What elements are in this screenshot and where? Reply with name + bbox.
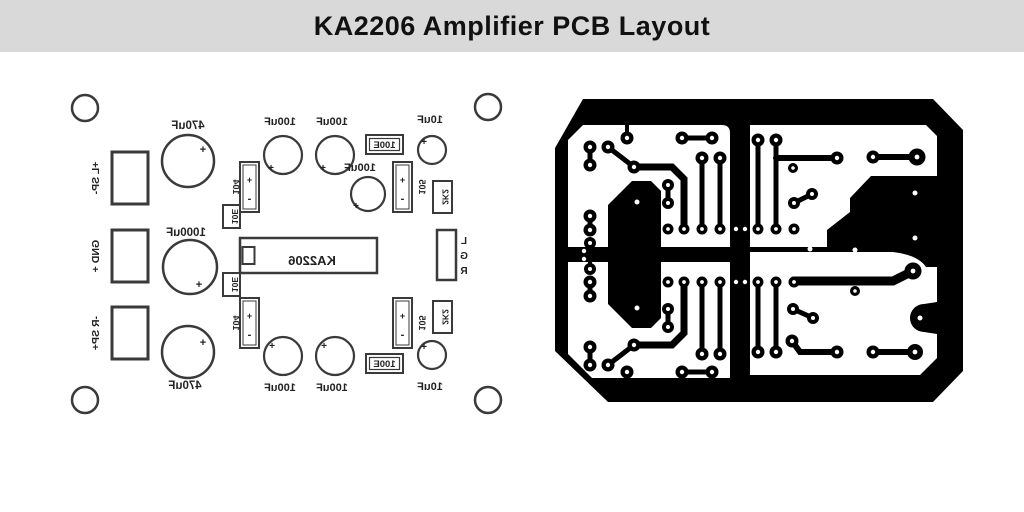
cap-470uf-top [160,133,216,189]
pads-bottom-right [751,262,923,360]
power-connector [110,228,150,284]
ic-label: KA2206 [288,253,336,268]
svg-text:+: + [196,279,202,291]
pads-bottom-left [583,263,727,379]
svg-text:-: - [401,329,405,341]
cap-polarity-marks: + + + + + + + + + + [196,137,427,353]
large-capacitors [160,133,219,380]
speaker-left-connector [110,150,150,206]
speaker-right-connector [110,305,150,361]
svg-text:+: + [200,337,206,349]
svg-text:100E: 100E [373,140,395,151]
pads-top-left [583,131,727,249]
cap-105-bottom: + - 105 [392,297,427,349]
svg-text:2K2: 2K2 [441,309,451,325]
mounting-holes [70,92,503,415]
svg-text:+: + [421,342,427,353]
svg-text:10E: 10E [230,277,240,292]
svg-text:+: + [268,163,274,174]
cap-105-top: + - 105 [392,161,427,213]
cap-100uf-5 [314,335,356,377]
svg-text:+: + [400,311,405,321]
svg-text:104: 104 [231,315,241,330]
cap-100uf-2-label: 100uF [316,116,348,128]
cap-100uf-1 [262,134,304,176]
ic-pin1-notch [241,246,256,265]
svg-text:104: 104 [231,179,241,194]
svg-text:+: + [353,201,359,212]
audio-in-l: L [461,236,467,247]
resistor-100e-top: 100E [365,134,404,155]
cap-100uf-1-label: 100uF [264,116,296,128]
resistor-100e-bottom: 100E [365,353,404,374]
copper-pour-intrusions [608,176,937,334]
cap-470uf-bottom-label: 470uF [168,380,201,392]
cap-10uf-top [416,134,448,166]
svg-text:100E: 100E [373,359,395,370]
cap-104-bottom: + - 104 [231,297,260,349]
ic-ka2206: KA2206 [238,236,379,275]
svg-text:+: + [320,163,326,174]
svg-text:+: + [421,137,427,148]
svg-text:+: + [247,175,252,185]
svg-text:2K2: 2K2 [441,189,451,205]
svg-text:10E: 10E [230,209,240,224]
resistor-10e-bottom: 10E [222,272,241,297]
speaker-right-label: -R SP+ [90,316,102,350]
svg-text:+: + [321,341,327,352]
cap-100uf-3-label: 100uF [344,162,376,174]
resistor-2k2-bottom: 2K2 [432,300,453,334]
audio-in-r: R [460,266,468,277]
svg-text:105: 105 [417,179,427,194]
terminal-connectors [110,150,150,361]
title-bar: KA2206 Amplifier PCB Layout [0,0,1024,52]
cap-100uf-4-label: 100uF [264,382,296,394]
resistor-2k2-top: 2K2 [432,180,453,214]
gnd-label: GND + [90,240,102,272]
cap-100uf-2 [314,134,356,176]
medium-capacitors [262,134,387,377]
audio-in-g: G [460,251,468,262]
cap-10uf-top-label: 10uF [417,114,443,126]
cap-100uf-4 [262,335,304,377]
cap-1000uf-label: 1000uF [166,227,206,239]
cap-10uf-bottom-label: 10uF [417,381,443,393]
svg-text:-: - [401,193,405,205]
page-title: KA2206 Amplifier PCB Layout [313,10,711,41]
cap-10uf-bottom [416,339,448,371]
cap-104-top: + - 104 [231,161,260,213]
resistor-10e-top: 10E [222,204,241,229]
svg-text:+: + [269,341,275,352]
pads-top-right [751,133,926,235]
svg-text:+: + [247,311,252,321]
cap-470uf-bottom [160,324,216,380]
cap-100uf-5-label: 100uF [316,382,348,394]
audio-input-connector: L G R [435,228,468,282]
svg-text:-: - [248,193,252,205]
svg-text:-: - [248,329,252,341]
speaker-left-label: +L SP- [90,162,102,195]
cap-470uf-top-label: 470uF [171,120,204,132]
copper-layout-panel [555,99,963,402]
cap-100uf-3 [349,175,387,213]
svg-text:105: 105 [417,315,427,330]
pour-via-holes [581,190,923,321]
silkscreen-layout-panel: +L SP- GND + -R SP+ 470uF 1000uF 470uF 1… [70,92,503,415]
cap-1000uf [161,238,219,296]
small-capacitors [416,134,448,371]
svg-text:+: + [200,144,206,156]
svg-text:+: + [400,175,405,185]
